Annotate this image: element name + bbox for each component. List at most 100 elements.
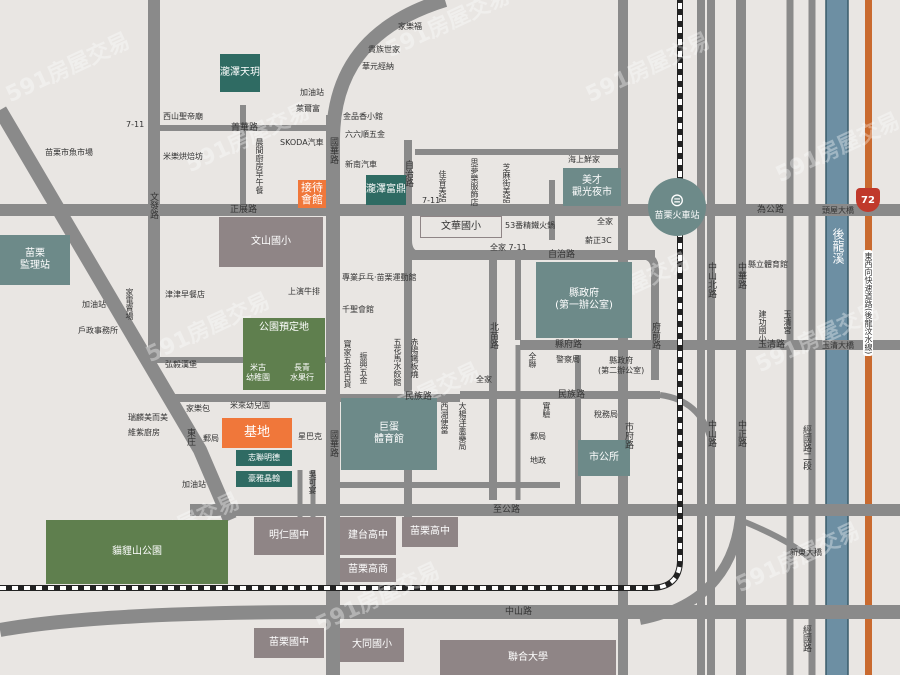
road-label: 中華路 bbox=[736, 262, 746, 289]
road-label: 國華路 bbox=[328, 137, 338, 164]
poi: 吳可宴 bbox=[308, 470, 317, 494]
road-label: 民族路 bbox=[558, 390, 586, 400]
poi: 縣立體育館 bbox=[748, 260, 788, 269]
poi: 大楊洋蔥藥局 bbox=[458, 402, 467, 450]
bridge-label: 頭屋大橋 bbox=[822, 206, 854, 215]
poi: 苗栗市魚市場 bbox=[45, 148, 93, 157]
bridge-label: 新東大橋 bbox=[790, 548, 822, 557]
poi: 寶家五金百貨 bbox=[343, 340, 352, 388]
poi: 華元經納 bbox=[362, 62, 394, 71]
changqing-fruit: 長青 水果行 bbox=[290, 363, 314, 382]
poi: 振興五金 bbox=[359, 352, 368, 384]
highway-shield-icon: 72 bbox=[856, 188, 880, 212]
school-wenshan: 文山國小 bbox=[219, 217, 323, 267]
poi: 建功國小 bbox=[758, 310, 767, 342]
poi: 玉清宮 bbox=[783, 310, 792, 334]
poi: 全家 7-11 bbox=[490, 243, 527, 252]
poi: 加油站 bbox=[82, 300, 106, 309]
train-icon: ⊜ bbox=[669, 190, 685, 211]
reception-label: 接待 會館 bbox=[301, 181, 323, 206]
school-miaoli-commerce: 苗栗高商 bbox=[340, 558, 396, 582]
mishi-kids: 米古 幼稚園 bbox=[246, 363, 270, 382]
building-lixin-tianju: 瀧澤天玥 bbox=[220, 54, 260, 92]
poi: 五花馬水餃館 bbox=[393, 338, 402, 386]
night-market-label: 美才 觀光夜市 bbox=[572, 175, 612, 198]
park-maoli: 貓貍山公園 bbox=[46, 520, 228, 584]
road-label: 經國路二段 bbox=[801, 425, 811, 470]
road-label: 至公路 bbox=[493, 505, 521, 515]
poi: 縣政府 (第二辦公室) bbox=[598, 356, 645, 375]
poi: 實驗 bbox=[542, 402, 551, 418]
station-label: 苗栗火車站 bbox=[654, 211, 700, 221]
poi: 佳音美語 bbox=[438, 170, 447, 202]
road-label: 縣府路 bbox=[555, 340, 583, 350]
planned-park: 公園預定地 bbox=[243, 318, 325, 390]
road-label: 菁華路 bbox=[231, 123, 259, 133]
poi: 星巴克 bbox=[298, 432, 322, 441]
monitor-label: 苗栗 監理站 bbox=[20, 248, 50, 271]
poi: 芝麻街美語 bbox=[502, 163, 511, 203]
school-datong: 大同國小 bbox=[340, 628, 404, 662]
road-label: 北苗路 bbox=[488, 322, 498, 349]
school-wenhua: 文華國小 bbox=[420, 216, 502, 238]
poi: 7-11 bbox=[422, 196, 441, 205]
station: ⊜ 苗栗火車站 bbox=[648, 178, 706, 236]
poi: 薪正3C bbox=[585, 236, 612, 245]
road-label: 經國路 bbox=[801, 625, 811, 652]
poi: 警察局 bbox=[556, 355, 580, 364]
highway-label: 東西向快速道路(後龍汶水線) bbox=[863, 250, 873, 357]
river-label: 後龍溪 bbox=[831, 228, 845, 264]
gym: 巨蛋 體育館 bbox=[341, 398, 437, 470]
poi: 千聖會館 bbox=[342, 305, 374, 314]
bridge-label: 玉清大橋 bbox=[822, 341, 854, 350]
building-lixin-fuding: 瀧澤富鼎 bbox=[366, 175, 406, 205]
poi: 全家 bbox=[476, 375, 492, 384]
poi: 全聯 bbox=[528, 352, 537, 368]
school-mingren: 明仁國中 bbox=[254, 517, 324, 555]
school-jiantai: 建台高中 bbox=[340, 517, 396, 555]
poi: 海上鮮家 bbox=[568, 155, 600, 164]
building-haochi: 豪雅晶翰 bbox=[236, 471, 292, 487]
road-label: 為公路 bbox=[757, 205, 785, 215]
poi: 西山聖帝廟 bbox=[163, 112, 203, 121]
project-site: 基地 bbox=[222, 418, 292, 448]
road-label: 文發路 bbox=[148, 192, 158, 219]
night-market: 美才 觀光夜市 bbox=[563, 168, 621, 206]
road-label: 府前路 bbox=[650, 322, 660, 349]
road-label: 玉清路 bbox=[758, 340, 786, 350]
city-office: 市公所 bbox=[578, 440, 630, 476]
poi: 稅務局 bbox=[594, 410, 618, 419]
poi: 貴族世家 bbox=[368, 45, 400, 54]
poi: 全家 bbox=[597, 217, 613, 226]
poi: 米來幼兒園 bbox=[230, 401, 270, 410]
road-label: 中山路 bbox=[706, 420, 716, 447]
school-lianhe: 聯合大學 bbox=[440, 640, 616, 675]
poi: 7-11 bbox=[126, 120, 145, 129]
school-miaoli-junior: 苗栗國中 bbox=[254, 628, 324, 658]
poi: 弘毅漢堡 bbox=[165, 360, 197, 369]
road-label: 民族路 bbox=[405, 392, 433, 402]
county-government: 縣政府 (第一辦公室) bbox=[536, 262, 632, 338]
school-miaoli-high: 苗栗高中 bbox=[402, 517, 458, 547]
poi: 家電賣場 bbox=[125, 288, 134, 320]
poi: 米樂烘焙坊 bbox=[163, 152, 203, 161]
road-label: 中山北路 bbox=[706, 262, 716, 298]
poi: 53番精鐵火鍋 bbox=[505, 221, 556, 230]
poi: 金品香小館 bbox=[343, 112, 383, 121]
poi: 家樂福 bbox=[398, 22, 422, 31]
poi: 加油站 bbox=[300, 88, 324, 97]
road-label: 中正路 bbox=[736, 420, 746, 447]
road-label: 市府路 bbox=[623, 422, 633, 449]
poi: 郵局 bbox=[203, 434, 219, 443]
road-label: 自治路 bbox=[548, 250, 576, 260]
building-zhilian: 志聯明德 bbox=[236, 450, 292, 466]
poi: SKODA汽車 bbox=[280, 138, 324, 147]
poi: 赤陽鐵板燒 bbox=[410, 338, 419, 378]
gym-label: 巨蛋 體育館 bbox=[374, 422, 404, 445]
poi: 維紫廚房 bbox=[128, 428, 160, 437]
reception-hall: 接待 會館 bbox=[298, 180, 326, 208]
road-label: 中山路 bbox=[505, 607, 533, 617]
road-label: 國華路 bbox=[328, 430, 338, 457]
poi: 西湖便當 bbox=[440, 402, 449, 434]
